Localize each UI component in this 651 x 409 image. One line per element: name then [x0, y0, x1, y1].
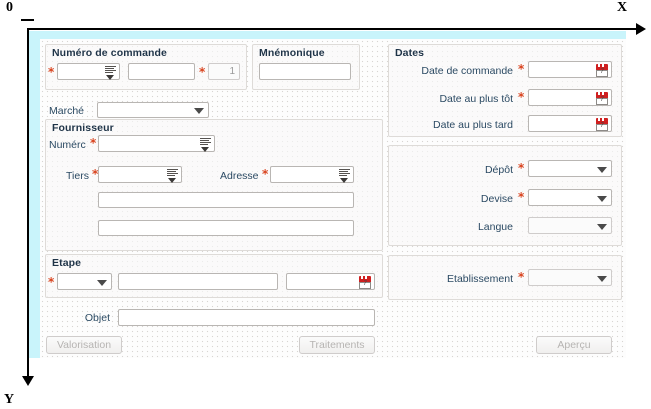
required-marker-fournisseur-adresse: *: [262, 167, 269, 181]
group-title-etape: Etape: [52, 257, 82, 269]
commande-indice-value: 1: [229, 66, 235, 77]
traitements-button[interactable]: Traitements: [299, 336, 375, 354]
depot-combo[interactable]: [528, 160, 612, 177]
required-marker-devise: *: [518, 190, 525, 204]
group-title-dates: Dates: [395, 47, 425, 59]
calendar-icon[interactable]: 7: [596, 92, 608, 105]
fournisseur-adresse-picker[interactable]: [270, 166, 354, 183]
calendar-icon[interactable]: 7: [359, 276, 371, 289]
objet-input[interactable]: [118, 309, 375, 326]
label-objet: Objet: [84, 312, 110, 324]
date-plus-tard-input[interactable]: 7: [528, 115, 612, 132]
list-picker-icon[interactable]: [105, 66, 116, 80]
required-marker-date-plus-tot: *: [518, 90, 525, 104]
required-marker-etape-code: *: [48, 275, 55, 289]
required-marker-etablissement: *: [518, 270, 525, 284]
chevron-down-icon[interactable]: [597, 166, 607, 173]
chevron-down-icon[interactable]: [597, 195, 607, 202]
axis-y-arrowhead: [22, 376, 34, 386]
fournisseur-tiers-picker[interactable]: [98, 166, 182, 183]
label-fournisseur-tiers: Tiers: [66, 170, 89, 182]
list-picker-icon[interactable]: [339, 169, 350, 183]
fournisseur-numero-picker[interactable]: [98, 135, 215, 152]
chevron-down-icon[interactable]: [597, 275, 607, 282]
date-plus-tot-input[interactable]: 7: [528, 89, 612, 106]
required-marker-fournisseur-tiers: *: [92, 167, 99, 181]
label-depot: Dépôt: [484, 164, 513, 176]
fournisseur-ligne2-input[interactable]: [98, 220, 354, 236]
date-commande-input[interactable]: 7: [528, 61, 612, 78]
required-marker-commande-type: *: [48, 65, 55, 79]
label-langue: Langue: [477, 221, 513, 233]
required-marker-commande-indice: *: [199, 65, 206, 79]
etape-date-input[interactable]: 7: [286, 273, 375, 290]
langue-combo[interactable]: [528, 217, 612, 234]
list-picker-icon[interactable]: [167, 169, 178, 183]
label-fournisseur-adresse: Adresse: [220, 170, 259, 182]
axis-origin-tick: [21, 19, 34, 21]
axis-origin-label: 0: [6, 0, 13, 15]
axis-x-arrowhead: [636, 23, 646, 35]
axis-y-label: Y: [4, 392, 15, 407]
etablissement-combo[interactable]: [528, 269, 612, 286]
list-picker-icon[interactable]: [200, 138, 211, 152]
axis-x-line: [27, 28, 637, 30]
required-marker-date-commande: *: [518, 62, 525, 76]
mnemonique-input[interactable]: [259, 63, 351, 80]
group-title-mnemonique: Mnémonique: [259, 47, 325, 59]
group-title-fournisseur: Fournisseur: [52, 122, 114, 134]
commande-type-picker[interactable]: [57, 63, 120, 80]
application-window: Numéro de commande * * 1 Mnémonique Marc…: [29, 31, 626, 358]
label-date-plus-tard: Date au plus tard: [433, 119, 513, 131]
chevron-down-icon[interactable]: [194, 108, 204, 114]
etape-code-combo[interactable]: [57, 273, 112, 290]
form-canvas: Numéro de commande * * 1 Mnémonique Marc…: [40, 39, 626, 358]
label-devise: Devise: [480, 193, 513, 205]
commande-indice-input: 1: [208, 63, 240, 80]
calendar-icon[interactable]: 7: [596, 64, 608, 77]
marche-combo[interactable]: [97, 102, 209, 118]
label-etablissement: Etablissement: [447, 273, 513, 285]
label-fournisseur-numero: Numérc: [49, 139, 86, 151]
devise-combo[interactable]: [528, 189, 612, 206]
label-marche: Marché: [49, 105, 85, 117]
apercu-button[interactable]: Aperçu: [536, 336, 612, 354]
valorisation-button[interactable]: Valorisation: [46, 336, 122, 354]
commande-numero-input[interactable]: [128, 63, 195, 80]
label-date-commande: Date de commande: [421, 65, 513, 77]
fournisseur-ligne1-input[interactable]: [98, 192, 354, 208]
required-marker-depot: *: [518, 161, 525, 175]
etape-libelle-input[interactable]: [118, 273, 278, 290]
group-title-numero-commande: Numéro de commande: [52, 47, 167, 59]
calendar-icon[interactable]: 7: [596, 118, 608, 131]
required-marker-fournisseur-numero: *: [90, 136, 97, 150]
chevron-down-icon[interactable]: [97, 279, 107, 286]
label-date-plus-tot: Date au plus tôt: [439, 93, 513, 105]
axis-x-label: X: [617, 0, 628, 15]
chevron-down-icon[interactable]: [597, 223, 607, 230]
